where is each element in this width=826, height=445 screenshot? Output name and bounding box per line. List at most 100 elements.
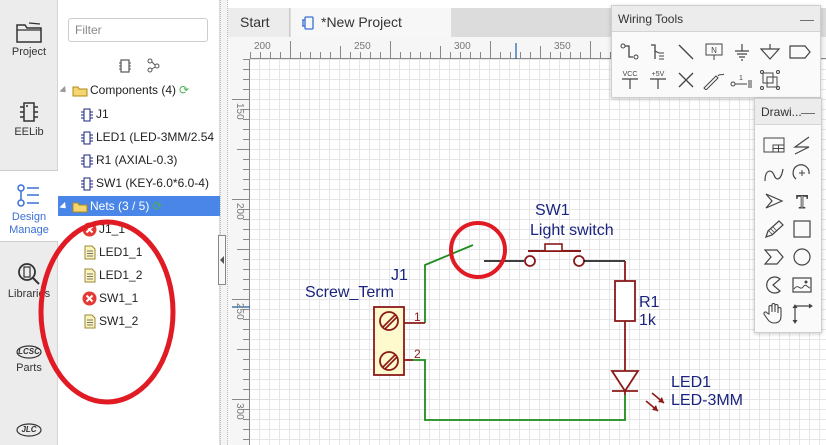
net-label: SW1_1 bbox=[99, 291, 139, 305]
schematic-doc-icon bbox=[302, 16, 314, 30]
j1-name-label[interactable]: Screw_Term bbox=[305, 284, 394, 301]
pencil-icon[interactable] bbox=[762, 217, 786, 241]
wiring-tools-header[interactable]: Wiring Tools— bbox=[612, 6, 820, 32]
tree-item-net[interactable]: SW1_2 bbox=[58, 311, 220, 331]
pin-icon[interactable]: 1 bbox=[730, 68, 754, 92]
tree-item-component[interactable]: R1 (AXIAL-0.3) bbox=[58, 150, 220, 170]
tab-label: *New Project bbox=[321, 14, 402, 30]
tree-item-component[interactable]: LED1 (LED-3MM/2.54 bbox=[58, 127, 220, 147]
ruler-label: 350 bbox=[554, 41, 571, 52]
collapse-panel-handle[interactable] bbox=[218, 235, 226, 285]
5v-icon[interactable]: +5V bbox=[646, 68, 670, 92]
net-label: LED1_2 bbox=[99, 268, 143, 282]
arrowhead-icon[interactable] bbox=[762, 189, 786, 213]
component-icon bbox=[81, 177, 93, 191]
wiring-tools-panel: Wiring Tools— N VCC +5V 1 bbox=[611, 5, 821, 98]
rail-item-parts[interactable]: LCSC Parts bbox=[0, 342, 58, 387]
tree-item-net[interactable]: SW1_1 bbox=[58, 288, 220, 308]
j1-pin1-label: 1 bbox=[414, 310, 421, 324]
panel-splitter[interactable] bbox=[220, 0, 228, 445]
schematic-canvas[interactable]: 200 250 300 350 150 200 250 300 bbox=[228, 37, 826, 445]
wire-j1-1-dangling[interactable] bbox=[424, 244, 474, 323]
r1-ref-label[interactable]: R1 bbox=[639, 294, 660, 311]
ruler-vertical: 150 200 250 300 bbox=[228, 59, 250, 445]
no-connect-icon[interactable] bbox=[674, 68, 698, 92]
net-label-icon[interactable]: N bbox=[702, 40, 726, 64]
tree-item-net[interactable]: J1_1 bbox=[58, 219, 220, 239]
freehand-line-icon[interactable] bbox=[790, 133, 814, 157]
component-label: R1 (AXIAL-0.3) bbox=[96, 153, 178, 167]
screw-terminal-j1[interactable] bbox=[373, 306, 425, 376]
bezier-icon[interactable] bbox=[762, 161, 786, 185]
r1-value-label[interactable]: 1k bbox=[639, 312, 657, 329]
sw1-ref-label[interactable]: SW1 bbox=[535, 202, 570, 219]
switch-sw1[interactable] bbox=[484, 243, 626, 281]
rail-item-jlc[interactable]: JLC bbox=[0, 420, 58, 445]
filter-input[interactable] bbox=[68, 18, 208, 42]
led-led1[interactable] bbox=[610, 370, 665, 412]
resistor-r1[interactable] bbox=[614, 280, 636, 371]
collapse-arrow-icon[interactable] bbox=[59, 86, 69, 96]
annotation-circle bbox=[449, 221, 507, 279]
tab-start[interactable]: Start bbox=[228, 8, 290, 37]
minimize-button[interactable]: — bbox=[801, 104, 815, 120]
folder-open-icon bbox=[72, 202, 88, 213]
net-label: LED1_1 bbox=[99, 245, 143, 259]
drawing-grid[interactable] bbox=[250, 59, 826, 445]
text-icon[interactable]: T bbox=[790, 189, 814, 213]
rail-label: Design bbox=[11, 211, 47, 223]
rail-item-libraries[interactable]: Libraries bbox=[0, 262, 58, 307]
rail-label: Parts bbox=[16, 362, 42, 374]
tree-folder-nets[interactable]: Nets (3 / 5)⟳ bbox=[58, 196, 220, 216]
rail-item-eelib[interactable]: EELib bbox=[0, 100, 58, 150]
drag-hand-icon[interactable] bbox=[762, 301, 786, 325]
polygon-icon[interactable] bbox=[762, 245, 786, 269]
vcc-icon[interactable]: VCC bbox=[618, 68, 642, 92]
drawing-tools-panel: Drawi...— T bbox=[754, 98, 822, 333]
rail-item-design-manager[interactable]: Design Manage bbox=[0, 170, 58, 242]
refresh-icon[interactable]: ⟳ bbox=[152, 199, 163, 213]
panel-title: Drawi... bbox=[761, 105, 802, 119]
lcsc-logo-icon: LCSC bbox=[16, 345, 42, 359]
bus-entry-icon[interactable] bbox=[674, 40, 698, 64]
group-icon[interactable] bbox=[758, 68, 782, 92]
table-icon[interactable] bbox=[762, 133, 786, 157]
net-label: J1_1 bbox=[99, 222, 126, 236]
sw1-name-label[interactable]: Light switch bbox=[530, 222, 614, 239]
refresh-icon[interactable]: ⟳ bbox=[179, 83, 190, 97]
bus-icon[interactable] bbox=[646, 40, 670, 64]
wire-icon[interactable] bbox=[618, 40, 642, 64]
error-icon bbox=[82, 222, 97, 237]
j1-ref-label[interactable]: J1 bbox=[391, 267, 408, 284]
arc-icon[interactable] bbox=[790, 161, 814, 185]
pie-icon[interactable] bbox=[762, 273, 786, 297]
rectangle-icon[interactable] bbox=[790, 217, 814, 241]
component-view-icon[interactable] bbox=[118, 58, 132, 74]
minimize-button[interactable]: — bbox=[800, 11, 814, 27]
tree-folder-components[interactable]: Components (4)⟳ bbox=[58, 80, 220, 100]
tree-item-net[interactable]: LED1_2 bbox=[58, 265, 220, 285]
net-flag-icon[interactable] bbox=[788, 40, 812, 64]
tree-item-component[interactable]: J1 bbox=[58, 104, 220, 124]
folder-open-icon bbox=[72, 86, 88, 97]
wire-j1-2-led[interactable] bbox=[413, 359, 626, 421]
probe-icon[interactable] bbox=[702, 68, 726, 92]
tree-item-net[interactable]: LED1_1 bbox=[58, 242, 220, 262]
rail-label: Manage bbox=[9, 224, 49, 236]
tab-new-project[interactable]: *New Project bbox=[291, 8, 451, 37]
tree-item-component[interactable]: SW1 (KEY-6.0*6.0-4) bbox=[58, 173, 220, 193]
design-manager-panel: Components (4)⟳ J1 LED1 (LED-3MM/2.54 R1… bbox=[58, 0, 220, 445]
dimension-icon[interactable] bbox=[790, 301, 814, 325]
net-port-gnd-icon[interactable] bbox=[758, 40, 782, 64]
net-view-icon[interactable] bbox=[146, 58, 160, 74]
component-label: LED1 (LED-3MM/2.54 bbox=[96, 130, 215, 144]
rail-item-project[interactable]: Project bbox=[0, 20, 58, 70]
ground-icon[interactable] bbox=[730, 40, 754, 64]
collapse-arrow-icon[interactable] bbox=[59, 202, 69, 212]
nets-label: Nets (3 / 5) bbox=[90, 199, 150, 213]
led1-ref-label[interactable]: LED1 bbox=[671, 374, 711, 391]
image-icon[interactable] bbox=[790, 273, 814, 297]
circle-icon[interactable] bbox=[790, 245, 814, 269]
led1-name-label[interactable]: LED-3MM bbox=[671, 392, 743, 409]
drawing-tools-header[interactable]: Drawi...— bbox=[755, 99, 821, 125]
